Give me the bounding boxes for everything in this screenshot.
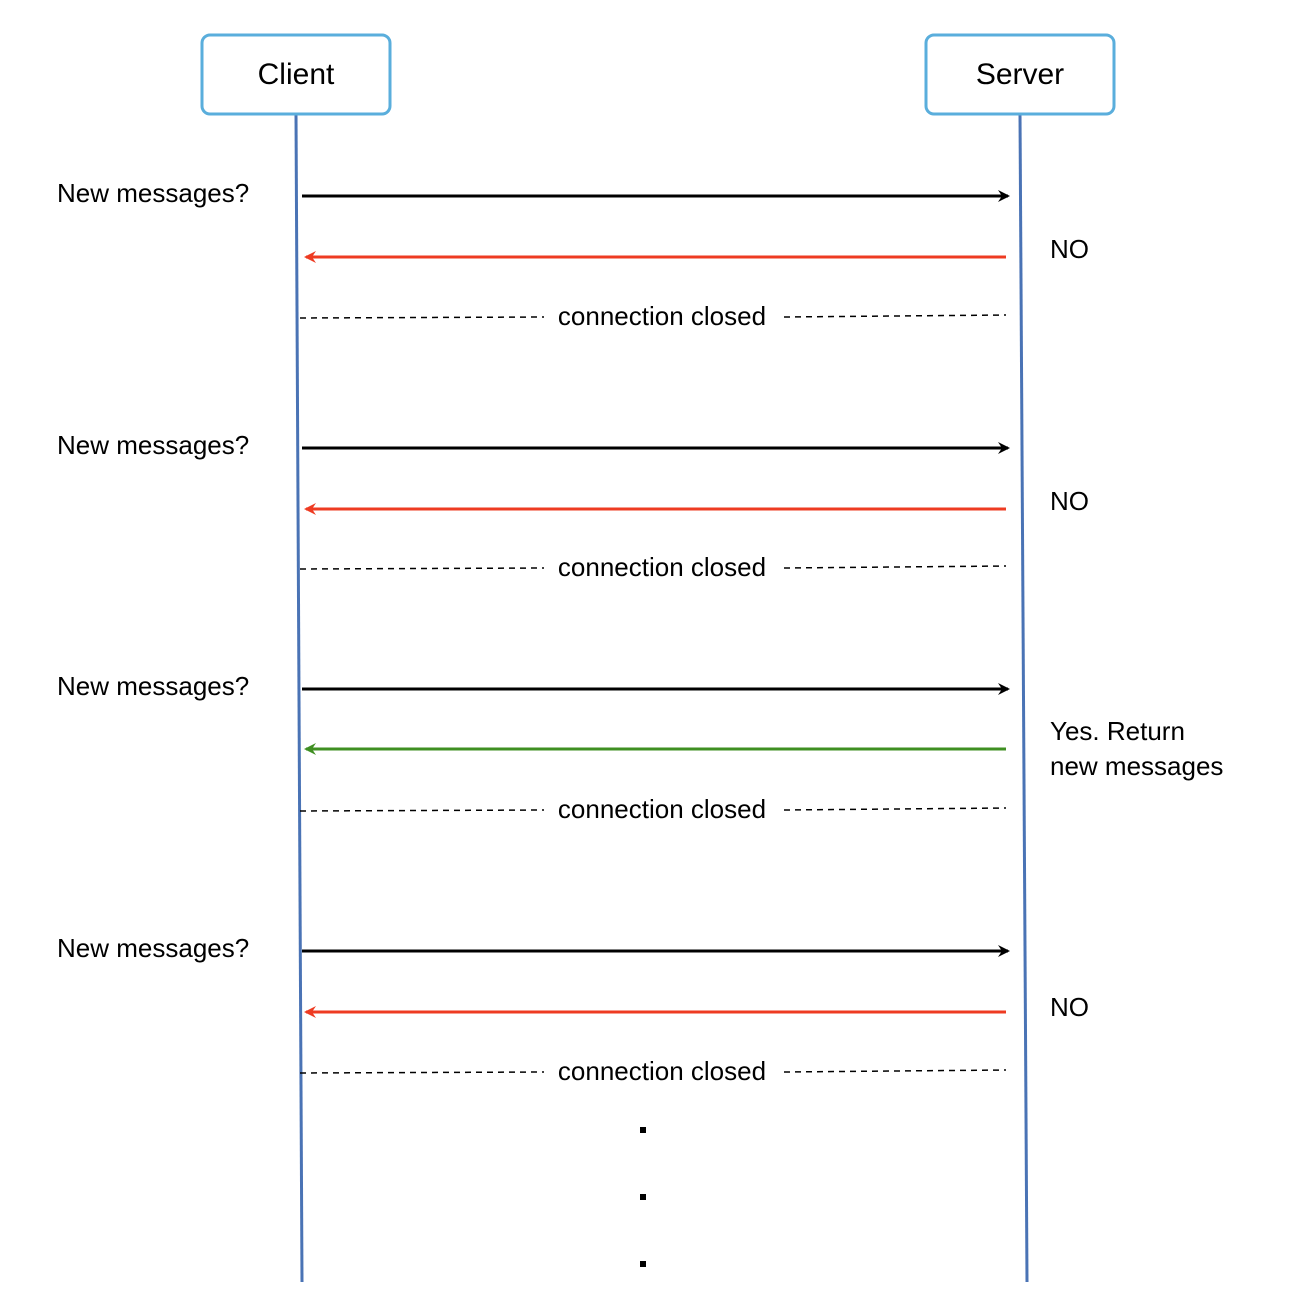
reply-label-line-1: Yes. Return [1050,716,1185,746]
closed-line-left [299,316,545,319]
round-4: New messages? NO connection closed [57,933,1089,1086]
reply-label: NO [1050,234,1089,264]
request-label: New messages? [57,933,249,963]
closed-line-right [783,565,1007,569]
closed-line-left [299,809,545,812]
reply-label: NO [1050,992,1089,1022]
closed-label: connection closed [558,1056,766,1086]
round-1: New messages? NO connection closed [57,178,1089,331]
closed-line-right [783,807,1007,811]
server-lifeline [1018,113,1029,1283]
closed-label: connection closed [558,794,766,824]
server-actor-box: Server [924,33,1116,116]
reply-label: NO [1050,486,1089,516]
closed-label: connection closed [558,552,766,582]
closed-label: connection closed [558,301,766,331]
request-label: New messages? [57,671,249,701]
closed-line-right [783,314,1007,318]
closed-line-left [299,567,545,570]
round-3: New messages? Yes. Return new messages c… [57,671,1223,824]
client-actor-box: Client [200,33,392,116]
request-label: New messages? [57,178,249,208]
client-actor-label: Client [258,58,335,91]
reply-label-line-2: new messages [1050,751,1223,781]
server-actor-label: Server [976,58,1064,91]
closed-line-left [299,1071,545,1074]
continuation-dot [640,1194,646,1200]
continuation-ellipsis [640,1127,646,1267]
round-2: New messages? NO connection closed [57,430,1089,582]
closed-line-right [783,1069,1007,1073]
client-lifeline [294,113,304,1283]
continuation-dot [640,1127,646,1133]
request-label: New messages? [57,430,249,460]
continuation-dot [640,1261,646,1267]
